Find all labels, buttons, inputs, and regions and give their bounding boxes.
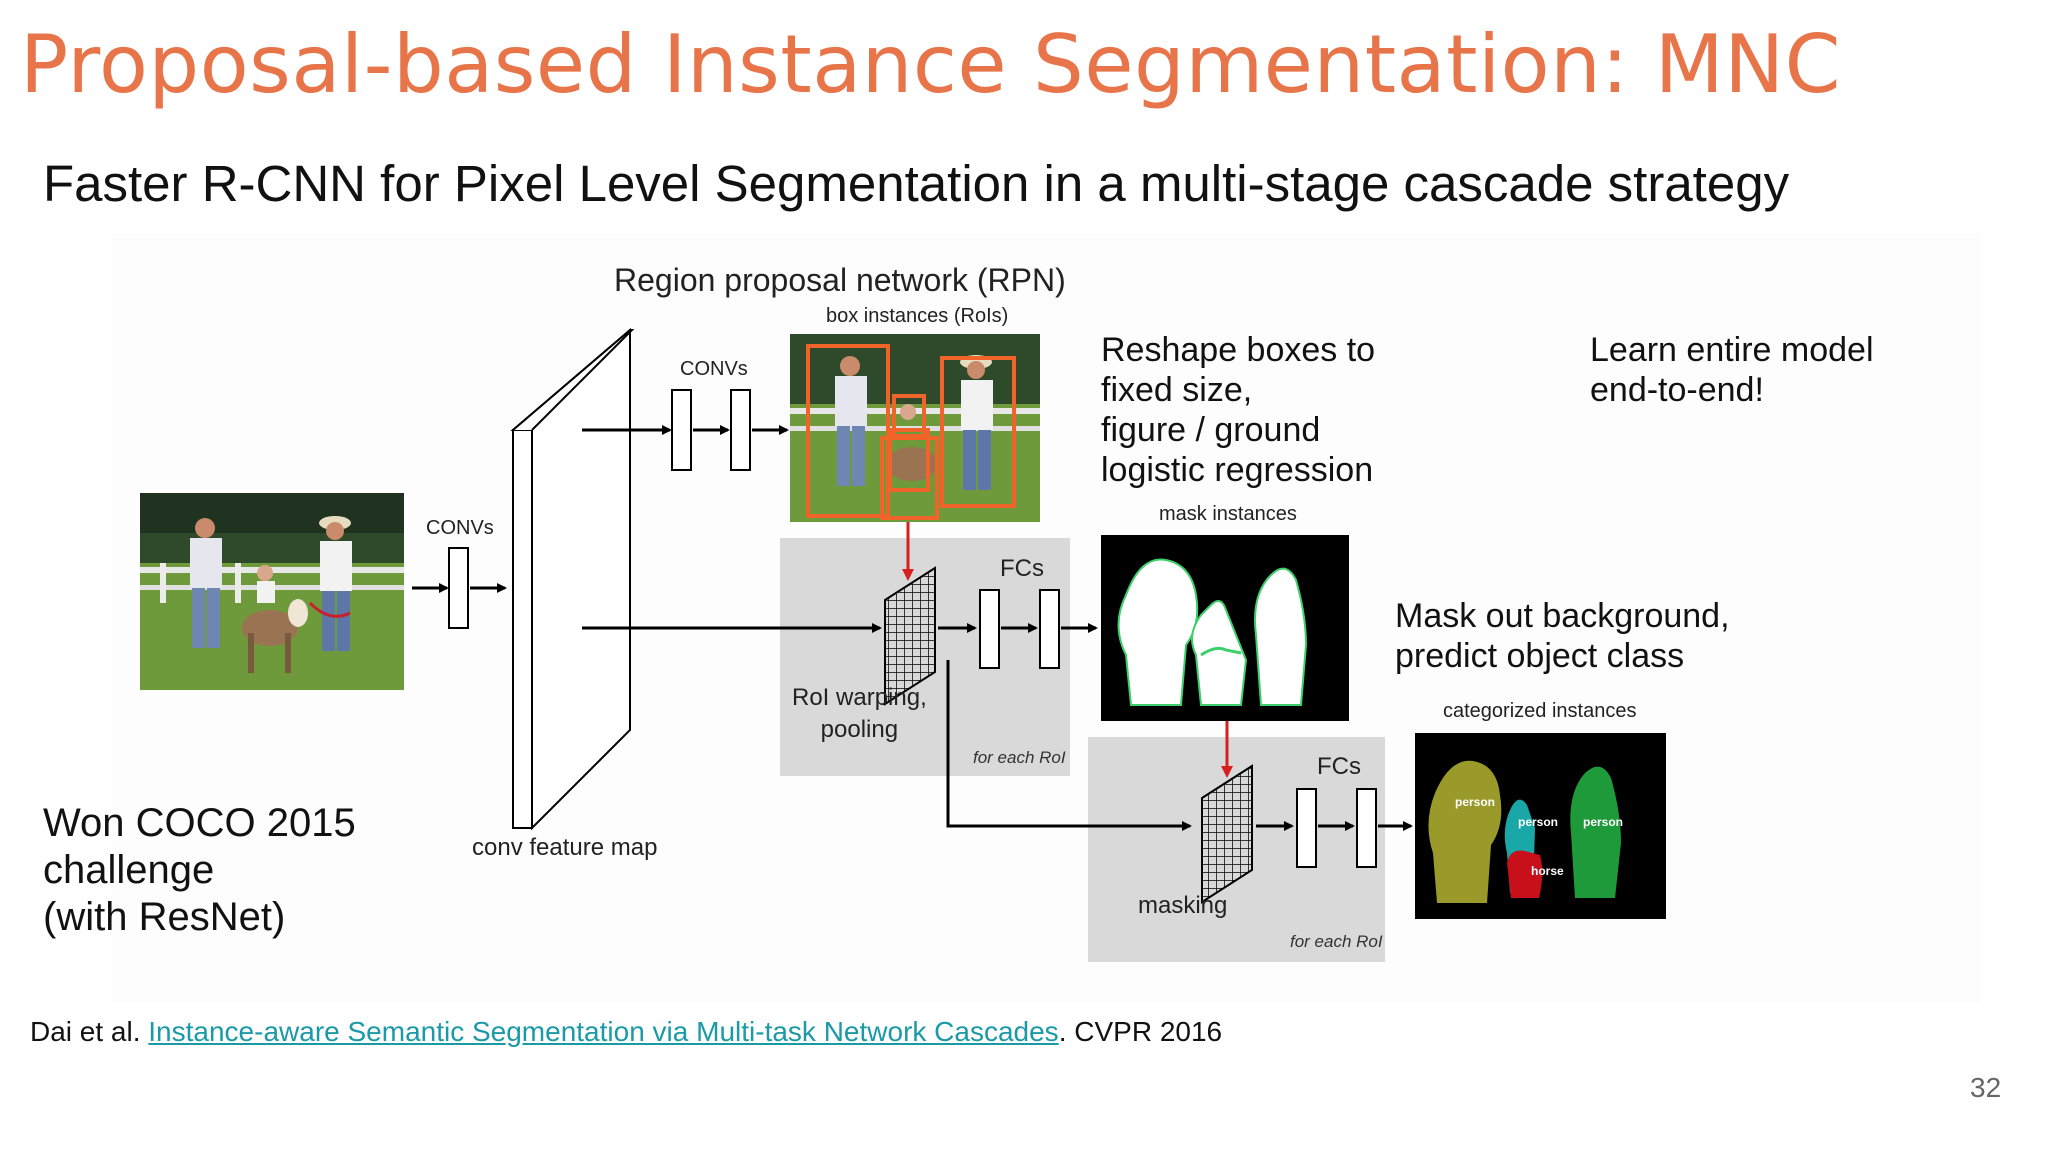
for-each-roi-label-2: for each RoI (1290, 932, 1383, 951)
reshape-note: Reshape boxes to fixed size, figure / gr… (1101, 331, 1376, 489)
fc-block-1a (979, 589, 1000, 669)
slide-subtitle: Faster R-CNN for Pixel Level Segmentatio… (43, 155, 1790, 212)
slide-title: Proposal-based Instance Segmentation: MN… (20, 18, 1841, 111)
fcs-label-1: FCs (1000, 555, 1044, 582)
citation: Dai et al. Instance-aware Semantic Segme… (30, 1016, 1222, 1048)
conv-block-top-1 (671, 389, 692, 471)
conv-feature-map-label: conv feature map (472, 834, 658, 861)
rpn-label: Region proposal network (RPN) (614, 262, 1066, 298)
class-label-person-1: person (1455, 795, 1496, 809)
roi-warp-grid (884, 566, 936, 706)
categorized-instances-label: categorized instances (1443, 700, 1637, 722)
class-label-person-2: person (1518, 815, 1559, 829)
page-number: 32 (1970, 1072, 2002, 1103)
conv-block-top-2 (730, 389, 751, 471)
convs-left-label: CONVs (426, 517, 494, 539)
fcs-label-2: FCs (1317, 753, 1361, 780)
input-image (140, 493, 404, 690)
mask-out-note: Mask out background, predict object clas… (1395, 597, 1730, 675)
conv-block-left (448, 547, 469, 629)
citation-prefix: Dai et al. (30, 1016, 149, 1047)
class-label-horse: horse (1531, 864, 1564, 878)
box-instances-label: box instances (RoIs) (826, 305, 1009, 327)
mask-instances-image (1101, 535, 1349, 721)
roi-warping-label: RoI warping, pooling (792, 684, 927, 743)
citation-suffix: . CVPR 2016 (1058, 1016, 1223, 1047)
for-each-roi-label-1: for each RoI (973, 748, 1066, 767)
fc-block-1b (1039, 589, 1060, 669)
conv-feature-map-shape (510, 327, 635, 831)
masking-grid (1201, 764, 1253, 904)
mask-instances-label: mask instances (1159, 503, 1297, 525)
fc-block-2b (1356, 788, 1377, 868)
class-label-person-3: person (1583, 815, 1624, 829)
masking-label: masking (1138, 892, 1228, 919)
box-instances-image (790, 334, 1040, 522)
learn-note: Learn entire model end-to-end! (1590, 331, 1874, 409)
arrow-roiwarp-to-masking (946, 660, 1192, 831)
paper-link[interactable]: Instance-aware Semantic Segmentation via… (148, 1016, 1059, 1047)
convs-top-label: CONVs (680, 358, 748, 380)
categorized-instances-image (1415, 733, 1666, 919)
fc-block-2a (1296, 788, 1317, 868)
won-coco-note: Won COCO 2015 challenge (with ResNet) (43, 801, 356, 939)
